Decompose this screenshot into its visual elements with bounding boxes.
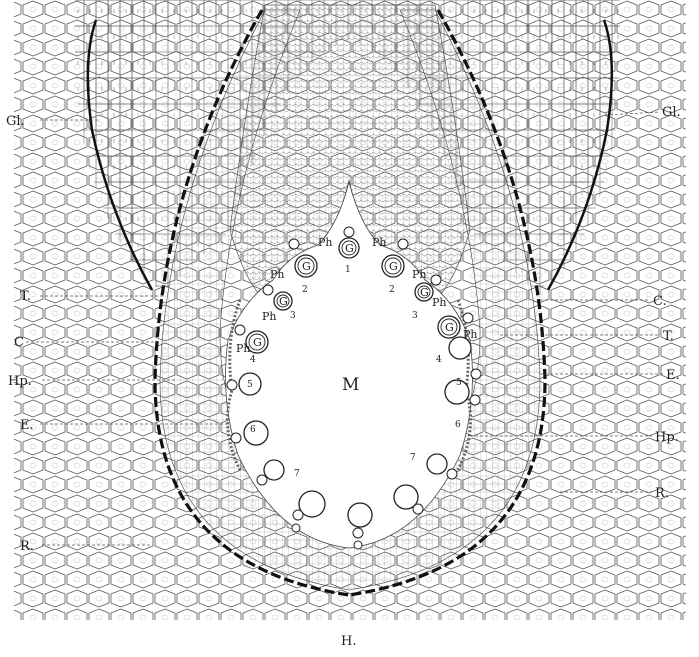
ph-label: Ph [270,268,285,281]
label-gl-right: Gl. [662,105,681,120]
ph-label: Ph [372,236,387,249]
bundle-small-circle [463,313,473,323]
bundle-number: 1 [345,265,351,275]
bundle-g-label: G [279,295,288,308]
bundle-circle [244,421,268,445]
bundle-number: 3 [290,311,296,321]
label-gl-left: Gl. [6,114,25,129]
label-m-center: M [342,375,359,395]
bundle-circle [348,503,372,527]
bundle-number: 3 [412,311,418,321]
bundle-small-circle [447,469,457,479]
bundle-number: 4 [250,355,256,365]
bundle-number: 4 [436,355,442,365]
bundle-small-circle [471,369,481,379]
bundle-small-circle [292,524,300,532]
bundle-small-circle [413,504,423,514]
label-t-left: T. [20,289,31,304]
bundle-small-circle [344,227,354,237]
bundle-small-circle [470,395,480,405]
bundle-small-circle [231,433,241,443]
ph-label: Ph [318,236,333,249]
bundle-small-circle [431,275,441,285]
bundle-number: 7 [294,469,300,479]
label-hp-left: Hp. [8,374,32,389]
bundle-circle [264,460,284,480]
ph-label: Ph [463,328,478,341]
bundle-small-circle [293,510,303,520]
ph-label: Ph [262,310,277,323]
bundle-g-label: G [420,286,429,299]
label-t-right: T. [663,329,674,344]
bundle-small-circle [353,528,363,538]
label-c-left: C [14,335,24,350]
ph-label: Ph [412,268,427,281]
bundle-small-circle [354,541,362,549]
bundle-small-circle [227,380,237,390]
label-h-bottom: H. [341,634,356,649]
bundle-number: 6 [455,420,461,430]
bundle-circle [427,454,447,474]
bundle-small-circle [257,475,267,485]
ph-label: Ph [432,296,447,309]
bundle-g-label: G [445,321,454,334]
bundle-number: 2 [389,285,395,295]
bundle-small-circle [263,285,273,295]
bundle-small-circle [235,325,245,335]
bundle-g-label: G [302,260,311,273]
bundle-number: 5 [456,378,462,388]
bundle-g-label: G [345,242,354,255]
bundle-small-circle [398,239,408,249]
bundle-number: 6 [250,425,256,435]
label-e-right: E. [666,368,680,383]
label-r-left: R. [20,539,34,554]
label-hp-right: Hp. [655,430,679,445]
bundle-number: 5 [247,380,253,390]
label-r-right: R. [655,486,669,501]
bundle-g-label: G [389,260,398,273]
bundle-number: 2 [302,285,308,295]
ph-label: Ph [236,342,251,355]
bundle-number: 7 [410,453,416,463]
bundle-small-circle [289,239,299,249]
label-c-right: C. [653,294,667,309]
bundle-g-label: G [253,336,262,349]
label-e-left: E. [20,418,34,433]
